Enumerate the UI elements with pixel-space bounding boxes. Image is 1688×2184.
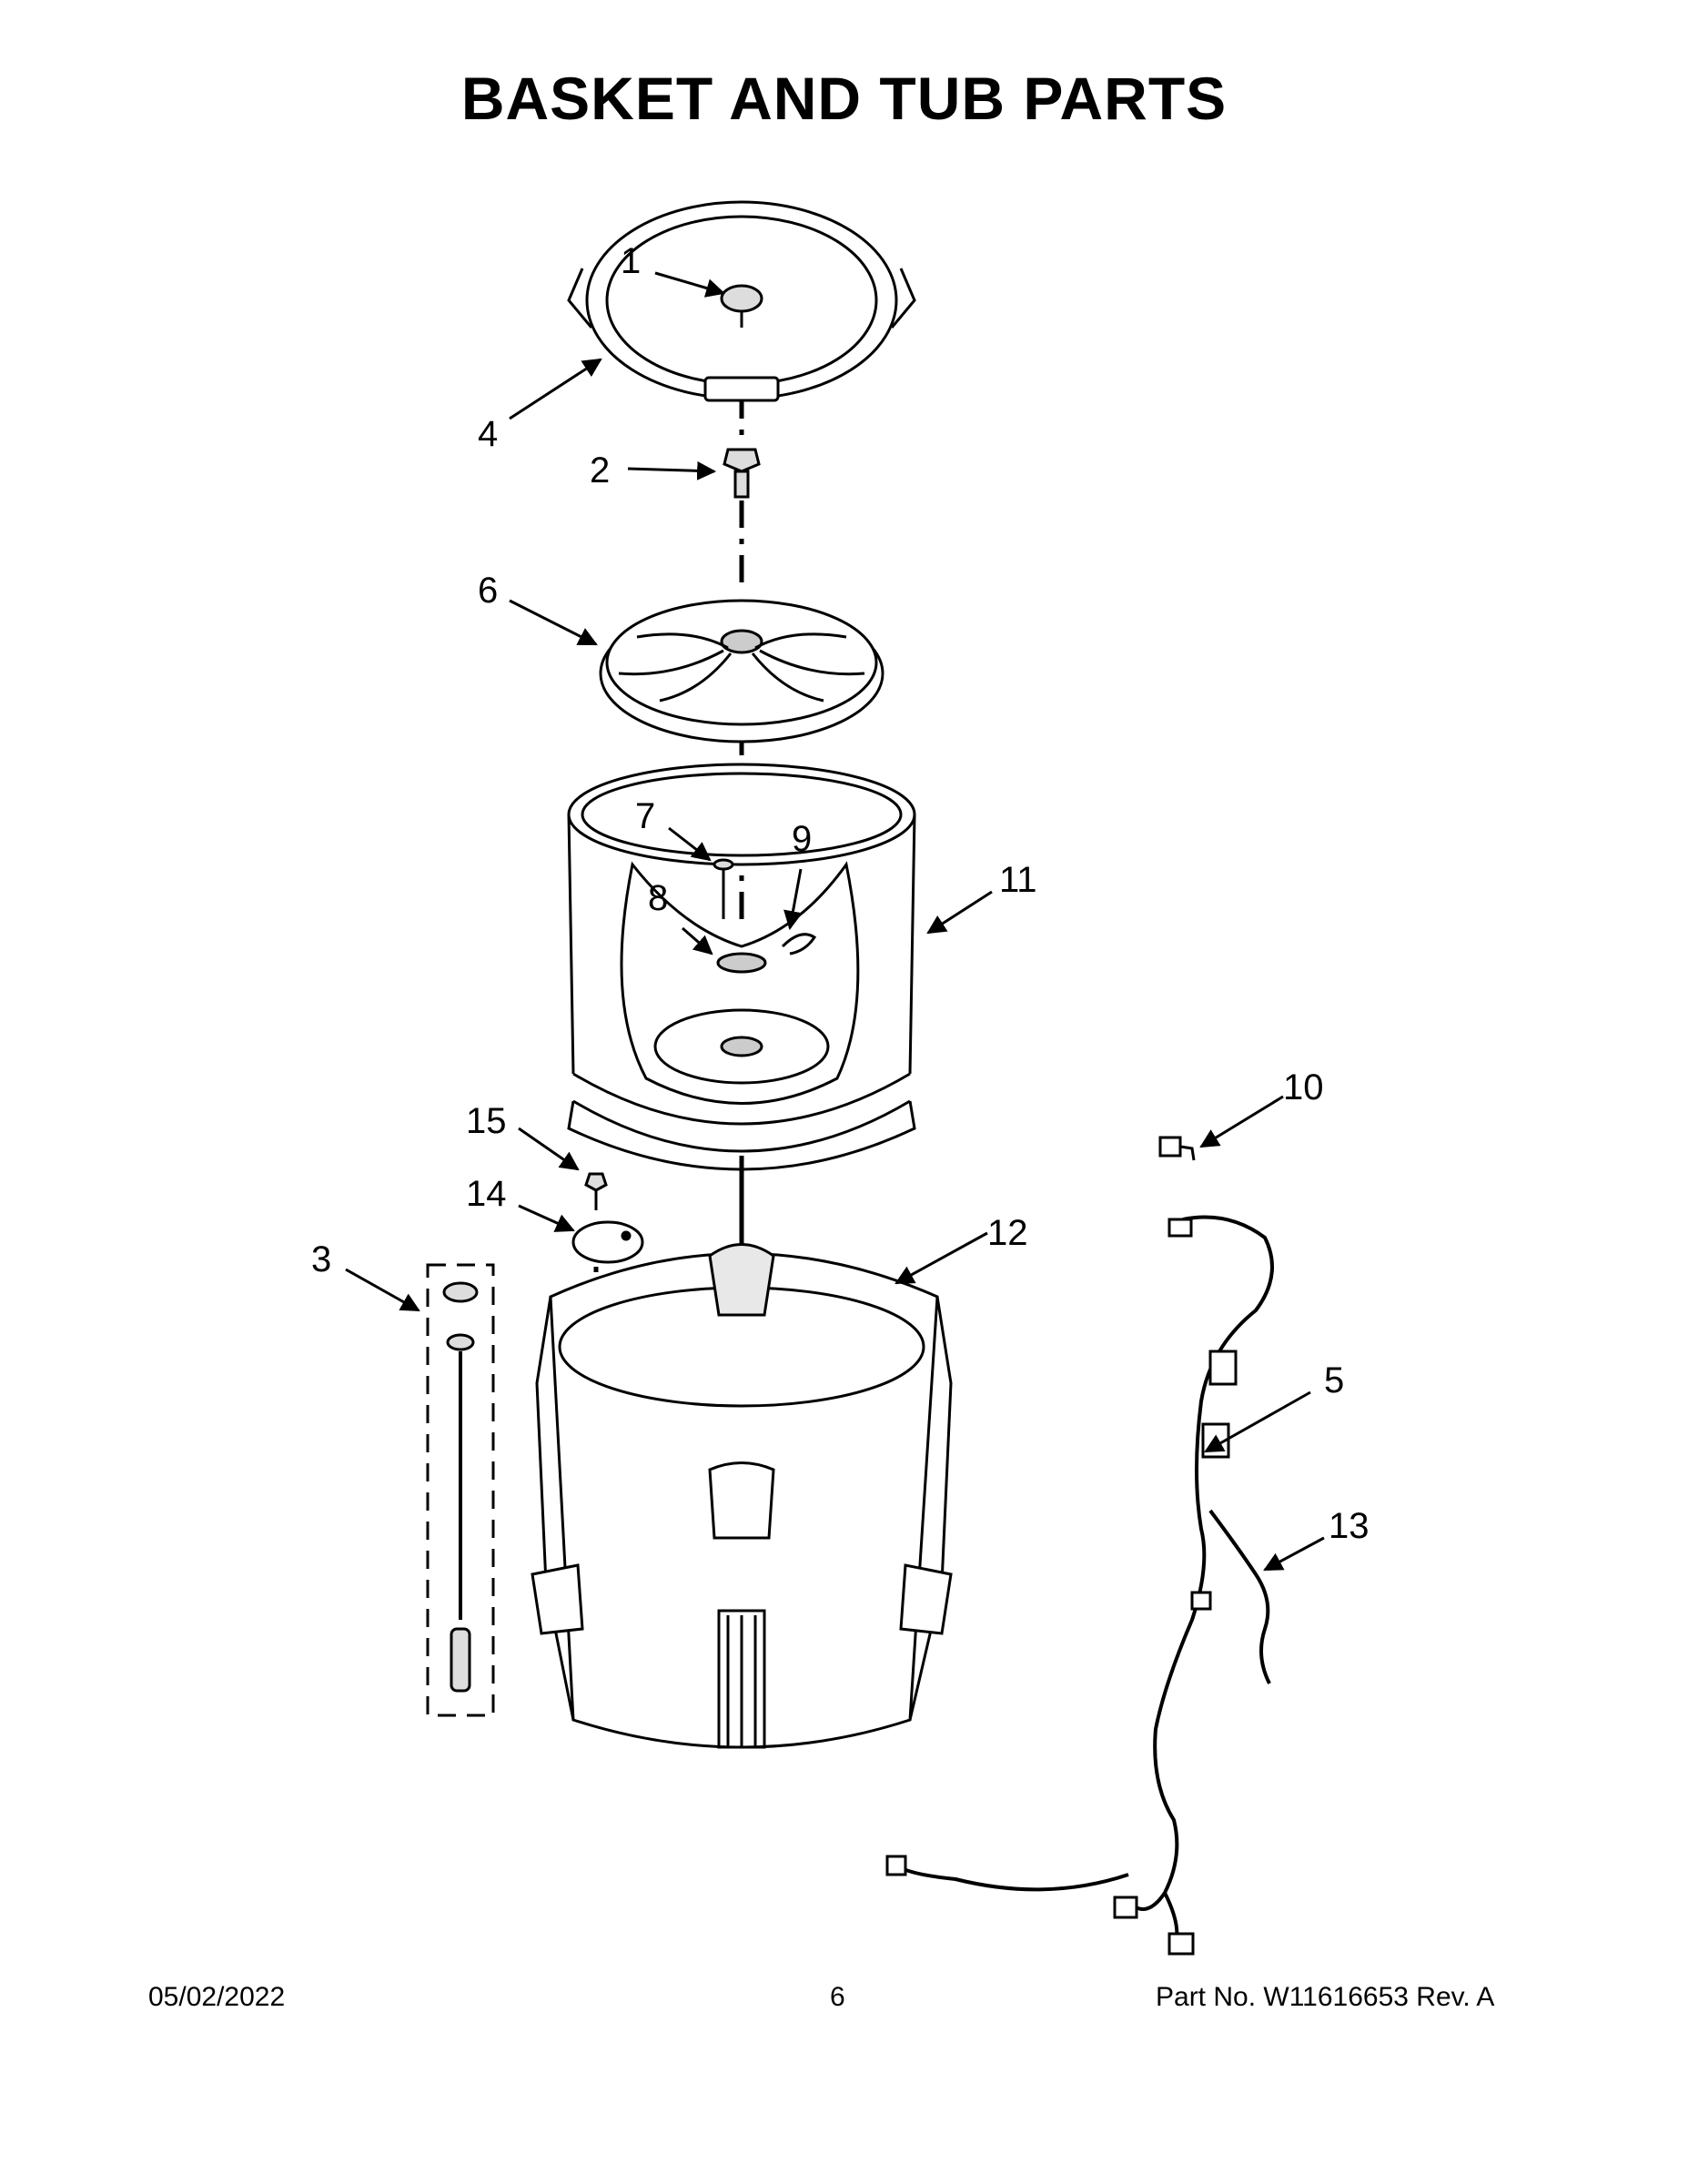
callout-5: 5 xyxy=(1324,1360,1344,1400)
callout-4: 4 xyxy=(478,414,498,454)
footer-part-number: Part No. W11616653 Rev. A xyxy=(1156,1982,1495,2012)
impeller-part xyxy=(599,599,884,743)
clip-part xyxy=(781,933,817,956)
callout-labels: 1 2 3 4 5 6 7 8 9 10 11 12 13 14 15 xyxy=(311,241,1370,1546)
connector-part xyxy=(1158,1136,1196,1161)
callout-10: 10 xyxy=(1283,1067,1324,1107)
callout-15: 15 xyxy=(466,1101,507,1141)
basket-part xyxy=(567,763,916,1171)
footer-date: 05/02/2022 xyxy=(148,1982,286,2012)
callout-11: 11 xyxy=(999,860,1037,900)
bolt-part xyxy=(723,448,761,499)
callout-12: 12 xyxy=(987,1213,1028,1253)
seal-part xyxy=(571,1220,644,1264)
callout-leaders xyxy=(345,271,1325,1572)
callout-8: 8 xyxy=(648,878,668,918)
page-title: BASKET AND TUB PARTS xyxy=(460,65,1228,132)
cap-part xyxy=(720,284,763,328)
pressure-hose-group-box xyxy=(426,1263,495,1717)
fastener-part xyxy=(584,1172,608,1210)
callout-9: 9 xyxy=(792,819,812,859)
callout-1: 1 xyxy=(621,241,641,281)
callout-3: 3 xyxy=(311,1239,331,1279)
callout-2: 2 xyxy=(590,450,610,490)
callout-13: 13 xyxy=(1329,1506,1370,1546)
callout-6: 6 xyxy=(478,571,498,611)
footer-page-number: 6 xyxy=(830,1982,845,2012)
screw-part xyxy=(713,858,734,919)
callout-14: 14 xyxy=(466,1174,507,1214)
tub-part xyxy=(531,1243,953,1749)
callout-7: 7 xyxy=(635,796,655,836)
pressure-hose-part xyxy=(442,1281,479,1693)
